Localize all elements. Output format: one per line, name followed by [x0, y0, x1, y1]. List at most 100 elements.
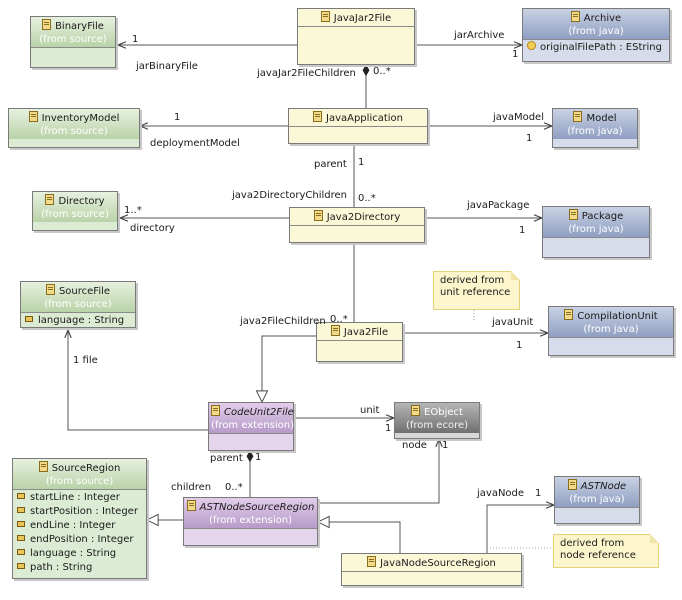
attribute-icon	[17, 493, 25, 499]
role-directory: directory	[130, 223, 175, 234]
mult-app-deploymentmodel: 1	[174, 112, 181, 123]
attribute-row: startLine : Integer	[17, 491, 142, 505]
package-label: (from java)	[567, 126, 623, 137]
class-name: Model	[586, 113, 617, 124]
class-name: CompilationUnit	[577, 311, 658, 322]
note-derived-node: derived from node reference	[553, 534, 659, 568]
class-javanodesourceregion[interactable]: JavaNodeSourceRegion	[341, 553, 522, 586]
mult-cu-parent: 1	[255, 452, 262, 463]
class-icon	[573, 111, 583, 122]
role-jararchive: jarArchive	[454, 30, 505, 41]
assoc-astnode-eobject	[318, 439, 439, 504]
class-eobject[interactable]: EObject (from ecore)	[394, 402, 480, 439]
class-name: ASTNode	[580, 481, 627, 492]
mult-children: 0..*	[225, 482, 243, 493]
class-name: BinaryFile	[55, 21, 104, 32]
class-directory[interactable]: Directory (from source)	[32, 191, 118, 231]
class-icon	[330, 325, 340, 336]
class-name: Java2Directory	[326, 212, 401, 223]
package-label: (from extension)	[208, 515, 292, 526]
class-icon	[211, 405, 220, 416]
class-sourcefile[interactable]: SourceFile (from source) language : Stri…	[20, 281, 136, 328]
class-sourceregion[interactable]: SourceRegion (from source) startLine : I…	[12, 458, 147, 579]
role-node: node	[402, 440, 427, 451]
role-java2directorychildren: java2DirectoryChildren	[232, 190, 348, 201]
class-icon	[564, 309, 574, 320]
package-label: (from source)	[39, 34, 107, 45]
attribute-icon	[25, 316, 33, 322]
class-compilationunit[interactable]: CompilationUnit (from java)	[548, 306, 674, 356]
role-javanode: javaNode	[477, 488, 525, 499]
class-icon	[45, 194, 55, 205]
class-codeunit2file[interactable]: CodeUnit2File (from extension)	[208, 402, 294, 451]
package-label: (from java)	[568, 224, 624, 235]
class-icon	[45, 284, 55, 295]
class-name: Archive	[583, 13, 622, 24]
package-label: (from java)	[569, 494, 625, 505]
class-name: SourceFile	[58, 286, 111, 297]
mult-jar-archive: 1	[512, 49, 519, 60]
key-icon	[527, 41, 536, 50]
mult-jar-binaryfile: 1	[132, 34, 139, 45]
class-name: SourceRegion	[51, 463, 121, 474]
class-icon	[313, 111, 322, 122]
attribute-icon	[17, 563, 25, 569]
class-java2directory[interactable]: Java2Directory	[289, 207, 425, 243]
package-label: (from ecore)	[405, 420, 469, 431]
class-icon	[567, 479, 577, 490]
role-deploymentmodel: deploymentModel	[150, 138, 240, 149]
note-derived-unit: derived from unit reference	[433, 271, 520, 310]
mult-dir-package: 1	[519, 225, 526, 236]
class-javaapplication[interactable]: JavaApplication	[288, 108, 428, 144]
generalization-javanode-astnode	[318, 522, 401, 556]
package-label: (from source)	[40, 126, 108, 137]
class-icon	[570, 11, 580, 22]
attribute-row: endPosition : Integer	[17, 533, 142, 547]
class-name: ASTNodeSourceRegion	[199, 502, 315, 513]
role-cu-parent: parent	[210, 453, 243, 464]
class-name: Java2File	[343, 327, 389, 338]
mult-jar-children: 0..*	[373, 66, 391, 77]
mult-dir-directory: 1..*	[124, 205, 142, 216]
class-astnodesourceregion[interactable]: ASTNodeSourceRegion (from extension)	[183, 497, 318, 546]
mult-file-unit: 1	[516, 340, 523, 351]
class-icon	[411, 405, 421, 416]
class-icon	[568, 209, 578, 220]
class-name: JavaJar2File	[333, 13, 392, 24]
class-archive[interactable]: Archive (from java) originalFilePath : E…	[522, 8, 670, 62]
generalization-java2file-codeunit2file	[262, 335, 316, 402]
attribute-row: originalFilePath : EString	[527, 41, 665, 55]
class-icon	[28, 111, 38, 122]
role-unit: unit	[360, 405, 380, 416]
package-label: (from extension)	[211, 420, 295, 431]
package-label: (from java)	[568, 26, 624, 37]
attribute-icon	[17, 535, 25, 541]
attribute-row: startPosition : Integer	[17, 505, 142, 519]
class-binaryfile[interactable]: BinaryFile (from source)	[30, 16, 116, 68]
class-name: EObject	[424, 407, 463, 418]
mult-javanode: 1	[535, 488, 542, 499]
role-jarbinaryfile: jarBinaryFile	[136, 61, 198, 72]
mult-dir-children: 0..*	[358, 193, 376, 204]
mult-file-children: 0..*	[330, 314, 348, 325]
attribute-row: path : String	[17, 561, 142, 575]
class-inventorymodel[interactable]: InventoryModel (from source)	[8, 108, 140, 148]
role-java2filechildren: java2FileChildren	[240, 316, 326, 327]
class-icon	[38, 461, 48, 472]
mult-node: 1	[442, 440, 449, 451]
role-javajar2filechildren: javaJar2FileChildren	[257, 68, 356, 79]
mult-parent: 1	[358, 157, 365, 168]
role-javamodel: javaModel	[493, 112, 544, 123]
class-name: InventoryModel	[41, 113, 120, 124]
package-label: (from java)	[583, 324, 639, 335]
role-children: children	[171, 482, 212, 493]
package-label: (from source)	[44, 299, 112, 310]
class-java2file[interactable]: Java2File	[316, 322, 403, 362]
class-package[interactable]: Package (from java)	[542, 206, 650, 258]
class-model[interactable]: Model (from java)	[552, 108, 638, 148]
attribute-icon	[17, 549, 25, 555]
class-javajar2file[interactable]: JavaJar2File	[297, 8, 415, 65]
label-file: 1 file	[73, 355, 98, 366]
class-astnode[interactable]: ASTNode (from java)	[554, 476, 640, 524]
class-name: Directory	[58, 196, 105, 207]
